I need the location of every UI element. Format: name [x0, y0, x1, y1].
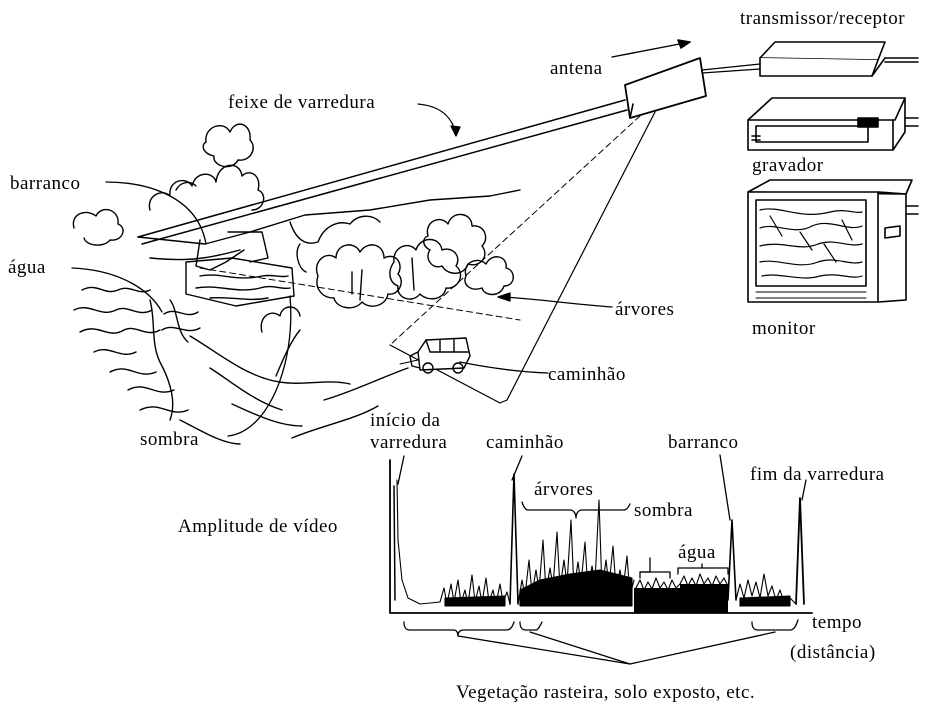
scan-start-label-line2: varredura — [370, 432, 447, 454]
scan-end-label: fim da varredura — [750, 464, 885, 486]
recorder-device — [748, 98, 918, 150]
antenna-icon — [612, 40, 706, 118]
bottom-note: Vegetação rasteira, solo exposto, etc. — [456, 682, 755, 704]
shadow-label: sombra — [140, 429, 199, 451]
truck-label: caminhão — [548, 364, 626, 386]
terrain-sketch — [73, 124, 520, 444]
leader-lines — [72, 104, 612, 436]
signal-truck-label: caminhão — [486, 432, 564, 454]
recorder-label: gravador — [752, 155, 824, 177]
bank-label: barranco — [10, 173, 80, 195]
signal-trees-label: árvores — [534, 479, 593, 501]
x-axis-label-line2: (distância) — [790, 642, 876, 664]
transmitter-label: transmissor/receptor — [740, 8, 905, 30]
monitor-label: monitor — [752, 318, 816, 340]
scan-beam-label: feixe de varredura — [228, 92, 375, 114]
x-axis-label-line1: tempo — [812, 612, 862, 634]
signal-water-label: água — [678, 542, 716, 564]
signal-bank-label: barranco — [668, 432, 738, 454]
y-axis-label: Amplitude de vídeo — [178, 516, 338, 538]
antenna-label: antena — [550, 58, 603, 80]
trees-label: árvores — [615, 299, 674, 321]
video-amplitude-signal — [394, 474, 804, 613]
monitor-device — [748, 180, 918, 302]
water-label: água — [8, 257, 46, 279]
signal-leaders — [398, 455, 806, 664]
scan-start-label-line1: início da — [370, 410, 440, 432]
signal-shadow-label: sombra — [634, 500, 693, 522]
transmitter-box — [702, 42, 918, 76]
